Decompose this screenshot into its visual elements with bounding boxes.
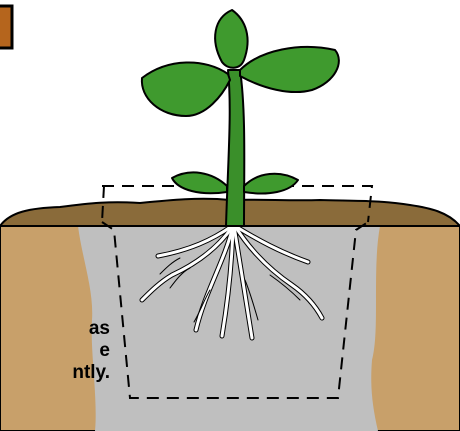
leaf-right (240, 47, 339, 92)
caption-line-1: as (0, 318, 110, 340)
orange-tag-icon (0, 6, 12, 48)
leaf-lower-right (244, 174, 298, 194)
leaf-lower-left (172, 172, 227, 193)
caption-line-2: e (0, 340, 110, 362)
top-bud (215, 10, 247, 68)
planting-hole (78, 226, 380, 431)
caption-text: as e ntly. (0, 318, 110, 384)
seedling-icon (142, 10, 339, 226)
stem (226, 70, 244, 226)
caption-line-3: ntly. (0, 362, 110, 384)
leaf-left (142, 62, 230, 116)
